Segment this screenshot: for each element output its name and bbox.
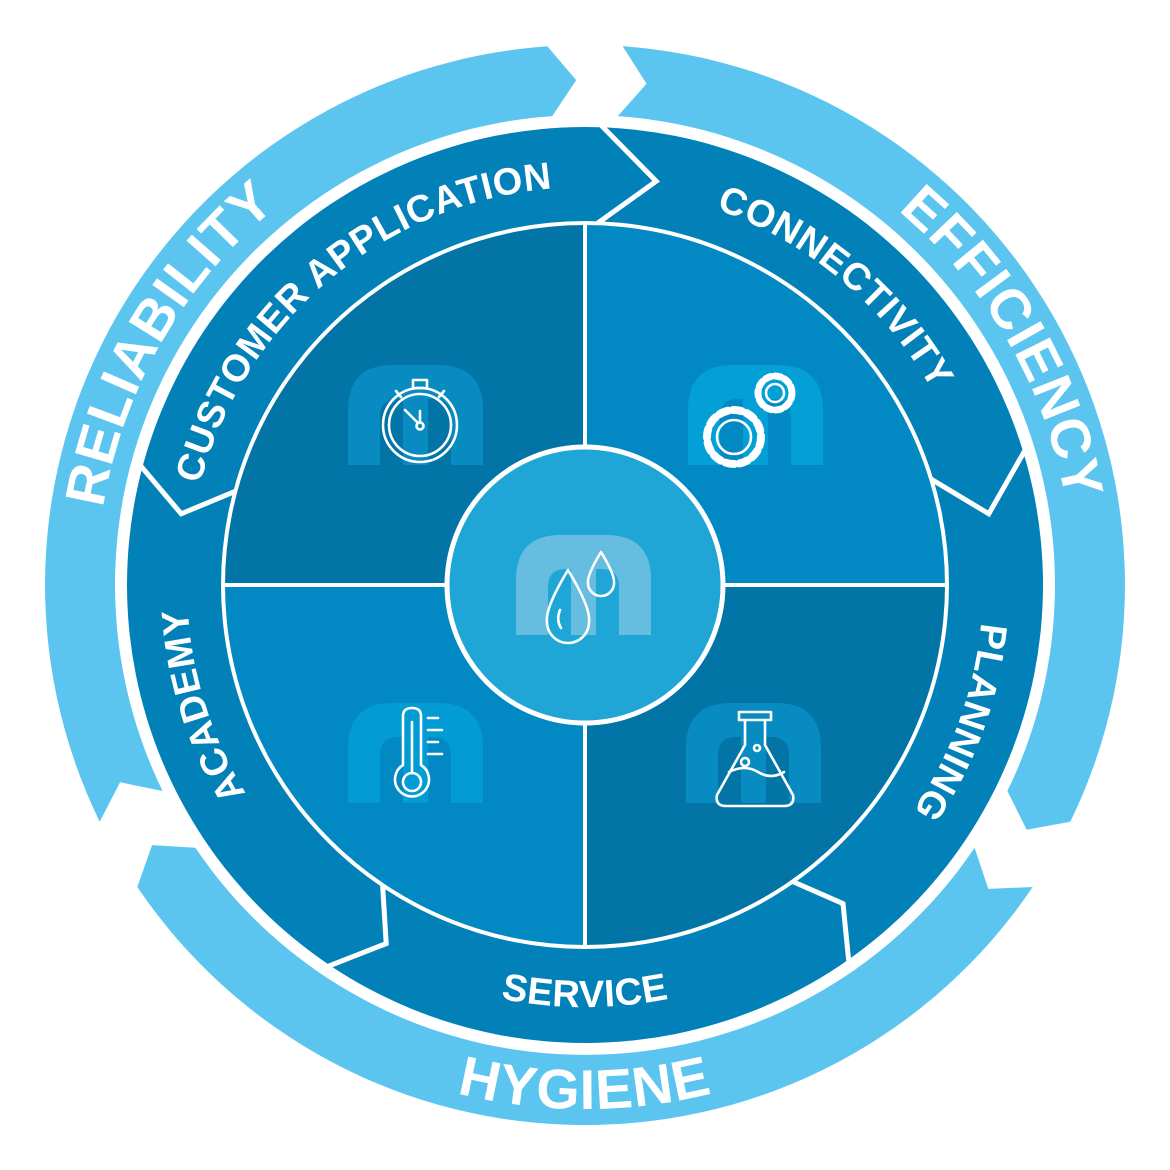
flask-icon xyxy=(715,710,795,808)
service-label: SERVICE xyxy=(499,966,671,1016)
reliability-segment xyxy=(45,46,577,822)
stopwatch-icon xyxy=(381,378,459,464)
segment-divider xyxy=(326,884,389,969)
logo-watermark xyxy=(348,703,483,803)
logo-watermark xyxy=(516,535,651,635)
segment-divider xyxy=(138,464,237,517)
segment-divider xyxy=(791,879,852,963)
hygiene-segment xyxy=(137,845,1033,1126)
outer-ring xyxy=(45,46,1125,1126)
water-drops-icon xyxy=(545,550,616,645)
logo-watermark xyxy=(686,703,821,803)
middle-ring-dividers xyxy=(138,123,1028,969)
segment-divider xyxy=(596,123,661,226)
segment-divider xyxy=(929,449,1028,518)
efficiency-segment xyxy=(617,46,1125,830)
thermometer-icon xyxy=(393,706,444,798)
gears-icon xyxy=(703,372,796,468)
